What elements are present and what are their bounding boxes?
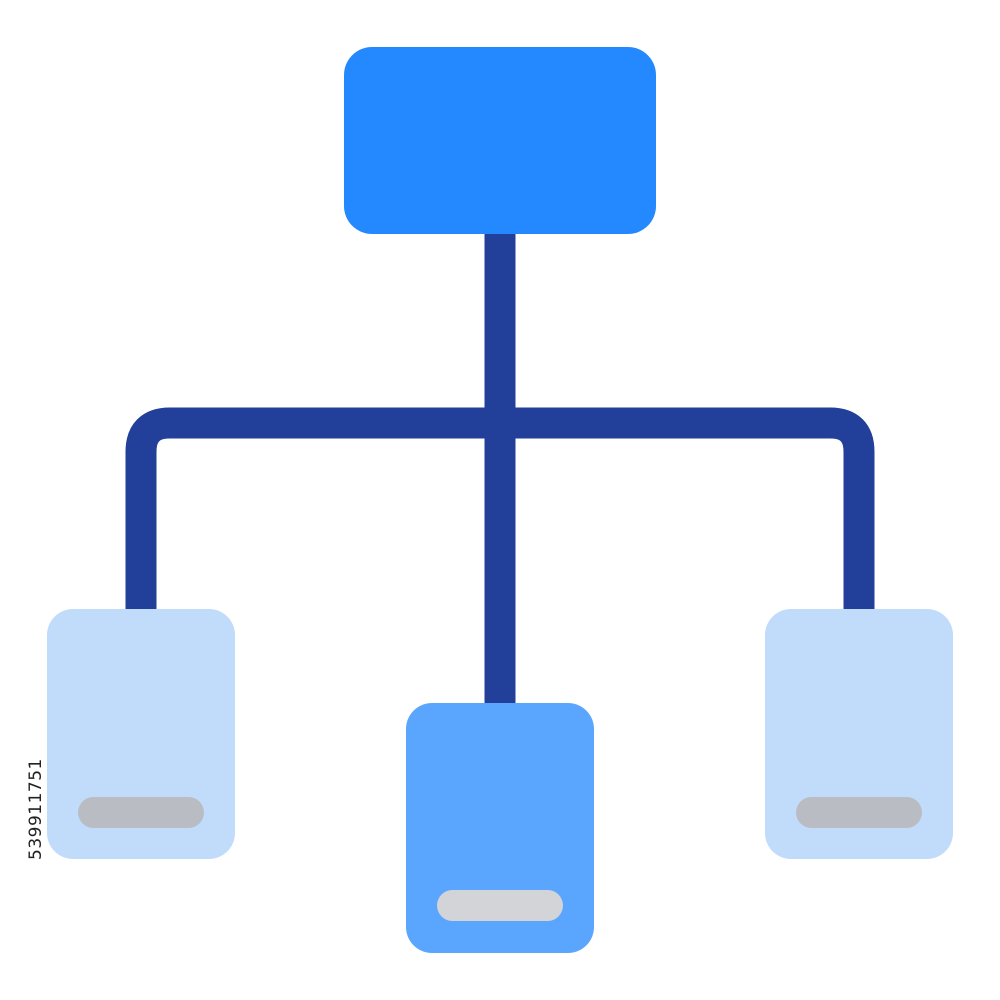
center-child-bar bbox=[437, 890, 563, 921]
root-node bbox=[344, 47, 656, 234]
left-child-node bbox=[47, 609, 235, 859]
right-child-bar bbox=[796, 797, 922, 828]
stock-id-text: 539911751 bbox=[26, 758, 46, 860]
connector-right-branch bbox=[500, 407, 875, 612]
connector-left-branch bbox=[125, 407, 500, 612]
left-child-bar bbox=[78, 797, 204, 828]
right-child-node bbox=[765, 609, 953, 859]
